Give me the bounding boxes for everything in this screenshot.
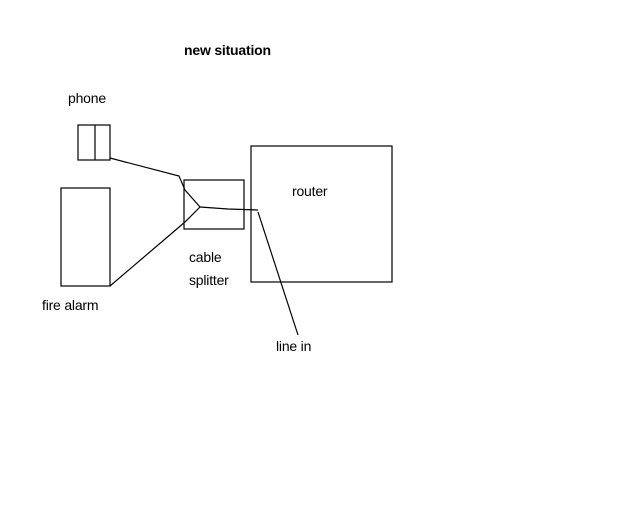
fire-alarm-to-splitter-cable: [109, 206, 201, 287]
router-label: router: [292, 183, 328, 199]
line-in-label: line in: [276, 338, 312, 354]
cable-label: cable: [189, 249, 222, 265]
phone-label: phone: [68, 90, 106, 106]
diagram-title: new situation: [184, 42, 271, 58]
phone-to-splitter-cable: [109, 157, 201, 208]
fire-alarm-label: fire alarm: [42, 297, 99, 313]
cable-splitter-box: [183, 179, 245, 230]
splitter-label: splitter: [189, 272, 229, 288]
line-in-pointer: [257, 211, 299, 336]
fire-alarm-box: [60, 187, 111, 287]
splitter-to-router-cable: [199, 206, 259, 211]
router-box: [250, 145, 393, 283]
phone-box: [77, 124, 111, 161]
